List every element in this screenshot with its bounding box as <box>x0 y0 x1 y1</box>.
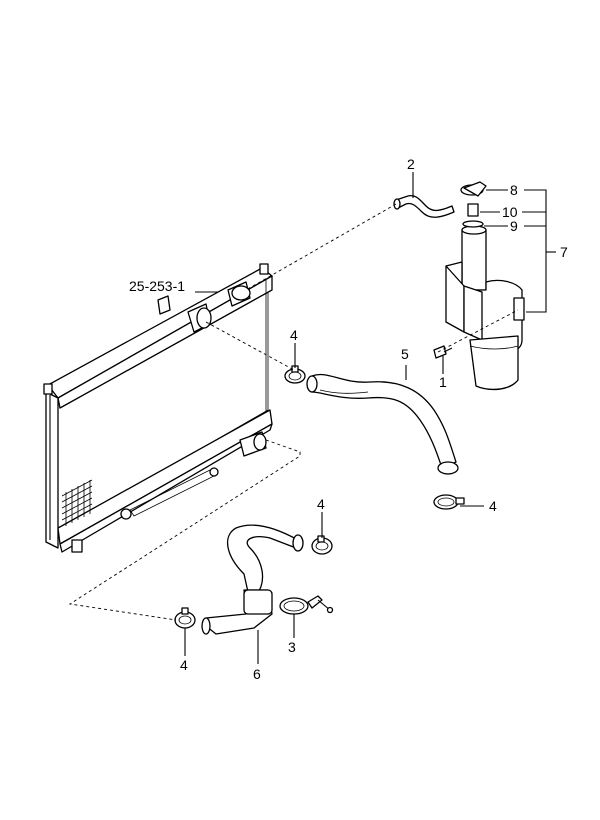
label-3: 3 <box>288 639 296 655</box>
radiator-ref-bracket <box>157 295 171 315</box>
dashed-routing-lines <box>68 203 519 621</box>
filler-seal <box>462 220 484 228</box>
reservoir-tank <box>445 225 525 391</box>
reservoir-cap <box>460 181 487 197</box>
label-25-253-1: 25-253-1 <box>129 278 185 294</box>
overflow-hose <box>393 194 455 218</box>
hose-clamp-upper-left <box>284 365 306 384</box>
hose-clamp-lower-left <box>174 607 196 629</box>
label-10: 10 <box>502 204 518 220</box>
bottom-mount <box>71 539 83 553</box>
hose-clamp-upper-right <box>433 494 465 510</box>
band-clamp <box>279 595 334 615</box>
upper-hose <box>306 373 459 475</box>
label-9: 9 <box>510 218 518 234</box>
radiator <box>43 263 273 553</box>
label-6: 6 <box>253 666 261 682</box>
label-5: 5 <box>401 346 409 362</box>
label-4-lower-left: 4 <box>180 657 188 673</box>
drain-plug <box>120 508 132 520</box>
label-1: 1 <box>439 374 447 390</box>
label-4-lower-mid: 4 <box>317 496 325 512</box>
mount-pin-left <box>43 383 53 395</box>
label-8: 8 <box>510 182 518 198</box>
label-2: 2 <box>407 156 415 172</box>
label-7: 7 <box>560 244 568 260</box>
hose-clamp-lower-mid <box>311 535 333 555</box>
callout-labels: 2 8 10 9 7 25-253-1 4 5 1 4 4 3 4 6 <box>129 156 568 682</box>
reservoir-bracket <box>513 297 525 321</box>
core-fins <box>61 479 93 526</box>
label-4-upper-right: 4 <box>489 498 497 514</box>
mount-pin-right <box>259 263 269 275</box>
label-4-upper-left: 4 <box>290 327 298 343</box>
leader-lines <box>184 172 556 664</box>
cap-seal <box>467 203 479 217</box>
bolt <box>433 345 453 359</box>
lower-hose <box>201 524 304 635</box>
